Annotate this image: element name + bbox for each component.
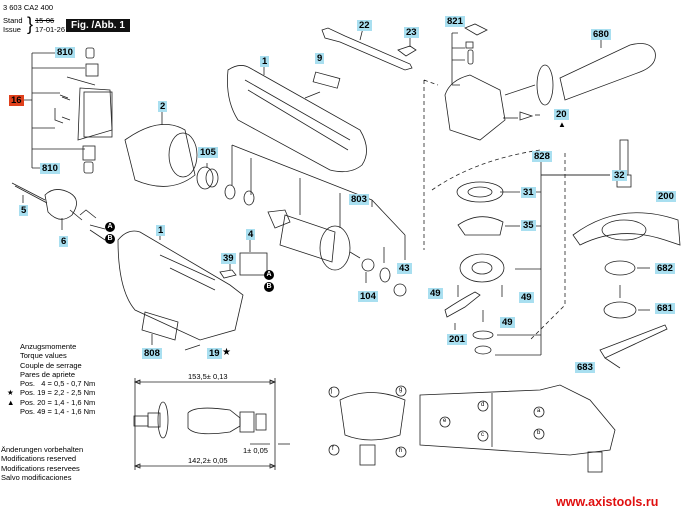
side-handle xyxy=(504,40,656,106)
part-label-2[interactable]: 2 xyxy=(158,101,168,112)
part-label-9[interactable]: 9 xyxy=(315,53,325,64)
part-label-39[interactable]: 39 xyxy=(221,253,236,264)
housing-top xyxy=(227,65,367,173)
torque-line: Anzugsmomente xyxy=(20,342,77,351)
issue-label: Issue xyxy=(3,25,21,34)
screw-point-c: c xyxy=(481,432,484,438)
part-label-682[interactable]: 682 xyxy=(655,263,675,274)
part-label-16[interactable]: 16 xyxy=(9,95,24,106)
part-label-1[interactable]: 1 xyxy=(156,225,166,236)
part-label-49[interactable]: 49 xyxy=(500,317,515,328)
star-icon: ★ xyxy=(7,388,14,398)
notice-line: Änderungen vorbehalten xyxy=(1,445,84,454)
armature-dimension-drawing xyxy=(133,378,290,470)
part-label-201[interactable]: 201 xyxy=(447,334,467,345)
part-label-808[interactable]: 808 xyxy=(142,348,162,359)
part-label-810[interactable]: 810 xyxy=(55,47,75,58)
star-marker: ★ xyxy=(222,347,231,358)
screw-point-e: e xyxy=(443,418,447,424)
part-label-104[interactable]: 104 xyxy=(358,291,378,302)
switch-assembly xyxy=(20,47,113,174)
notice-line: Modifications reservees xyxy=(1,463,80,473)
torque-line: Pos. 19 = 2,2 - 2,5 Nm xyxy=(20,388,96,398)
switch-module xyxy=(219,240,268,279)
watermark-link[interactable]: www.axistools.ru xyxy=(556,495,659,509)
part-label-200[interactable]: 200 xyxy=(656,191,676,202)
part-label-22[interactable]: 22 xyxy=(357,20,372,31)
armature-bracket xyxy=(231,144,406,263)
stand-value: 15-06 xyxy=(35,16,55,25)
bushing xyxy=(196,163,255,206)
armature xyxy=(267,209,407,297)
part-label-49[interactable]: 49 xyxy=(428,288,443,299)
top-view xyxy=(419,384,616,473)
torque-line: Pos. 49 = 1,4 - 1,6 Nm xyxy=(20,407,96,417)
screw-point-j: j xyxy=(331,388,333,394)
torque-line: Pos. 4 = 0,5 - 0,7 Nm xyxy=(20,379,96,389)
screw-point-d: d xyxy=(481,402,485,408)
dimension-gap: 1± 0,05 xyxy=(243,446,268,455)
marker-a: A xyxy=(105,222,115,232)
part-label-19[interactable]: 19 xyxy=(207,348,222,359)
part-label-828[interactable]: 828 xyxy=(532,151,552,162)
part-label-5[interactable]: 5 xyxy=(19,205,29,216)
screw-point-b: b xyxy=(537,430,541,436)
cable-and-grommet xyxy=(11,182,106,241)
figure-label: Fig. /Abb. 1 xyxy=(66,19,130,32)
screw-point-g: g xyxy=(399,387,403,393)
gearbox-parts xyxy=(444,181,520,355)
triangle-marker: ▲ xyxy=(558,120,566,129)
notice-line: Salvo modificaciones xyxy=(1,472,72,482)
part-label-803[interactable]: 803 xyxy=(349,194,369,205)
brace: } xyxy=(27,14,34,34)
gear-head xyxy=(444,23,540,141)
marker-b: B xyxy=(264,282,274,292)
part-label-32[interactable]: 32 xyxy=(612,170,627,181)
torque-line: Torque values xyxy=(20,351,67,361)
part-label-683[interactable]: 683 xyxy=(575,362,595,373)
dimension-overall: 153,5± 0,13 xyxy=(188,372,228,381)
spindle-and-guard xyxy=(572,139,681,369)
guide-lines xyxy=(423,79,566,341)
part-label-810[interactable]: 810 xyxy=(40,163,60,174)
torque-line: Couple de serrage xyxy=(20,360,82,370)
stand-label: Stand xyxy=(3,16,23,25)
part-label-4[interactable]: 4 xyxy=(246,229,256,240)
lever xyxy=(321,27,417,71)
part-number: 3 603 CA2 400 xyxy=(3,3,54,12)
stator xyxy=(124,112,198,187)
part-label-681[interactable]: 681 xyxy=(655,303,675,314)
notice-line: Modifications reserved xyxy=(1,454,77,464)
marker-b: B xyxy=(105,234,115,244)
marker-a: A xyxy=(264,270,274,280)
modifications-notice: Änderungen vorbehalten Modifications res… xyxy=(1,445,83,482)
side-view xyxy=(328,385,407,466)
part-label-821[interactable]: 821 xyxy=(445,16,465,27)
part-label-23[interactable]: 23 xyxy=(404,27,419,38)
torque-line: Pares de apriete xyxy=(20,369,76,379)
part-label-680[interactable]: 680 xyxy=(591,29,611,40)
part-label-35[interactable]: 35 xyxy=(521,220,536,231)
part-label-1[interactable]: 1 xyxy=(260,56,270,67)
dimension-inner: 142,2± 0,05 xyxy=(188,456,228,465)
screw-point-f: f xyxy=(332,446,334,452)
part-label-105[interactable]: 105 xyxy=(198,147,218,158)
part-label-31[interactable]: 31 xyxy=(521,187,536,198)
part-label-49[interactable]: 49 xyxy=(519,292,534,303)
part-label-6[interactable]: 6 xyxy=(59,236,69,247)
screw-point-a: a xyxy=(537,408,541,414)
housing-bottom xyxy=(117,230,244,351)
issue-value: 17-01-26 xyxy=(35,25,66,34)
screw-point-h: h xyxy=(399,448,403,454)
triangle-icon: ▲ xyxy=(7,397,15,407)
torque-values: Anzugsmomente Torque values Couple de se… xyxy=(5,342,95,416)
torque-line: Pos. 20 = 1,4 - 1,6 Nm xyxy=(20,397,96,407)
part-label-20[interactable]: 20 xyxy=(554,109,569,120)
part-label-43[interactable]: 43 xyxy=(397,263,412,274)
